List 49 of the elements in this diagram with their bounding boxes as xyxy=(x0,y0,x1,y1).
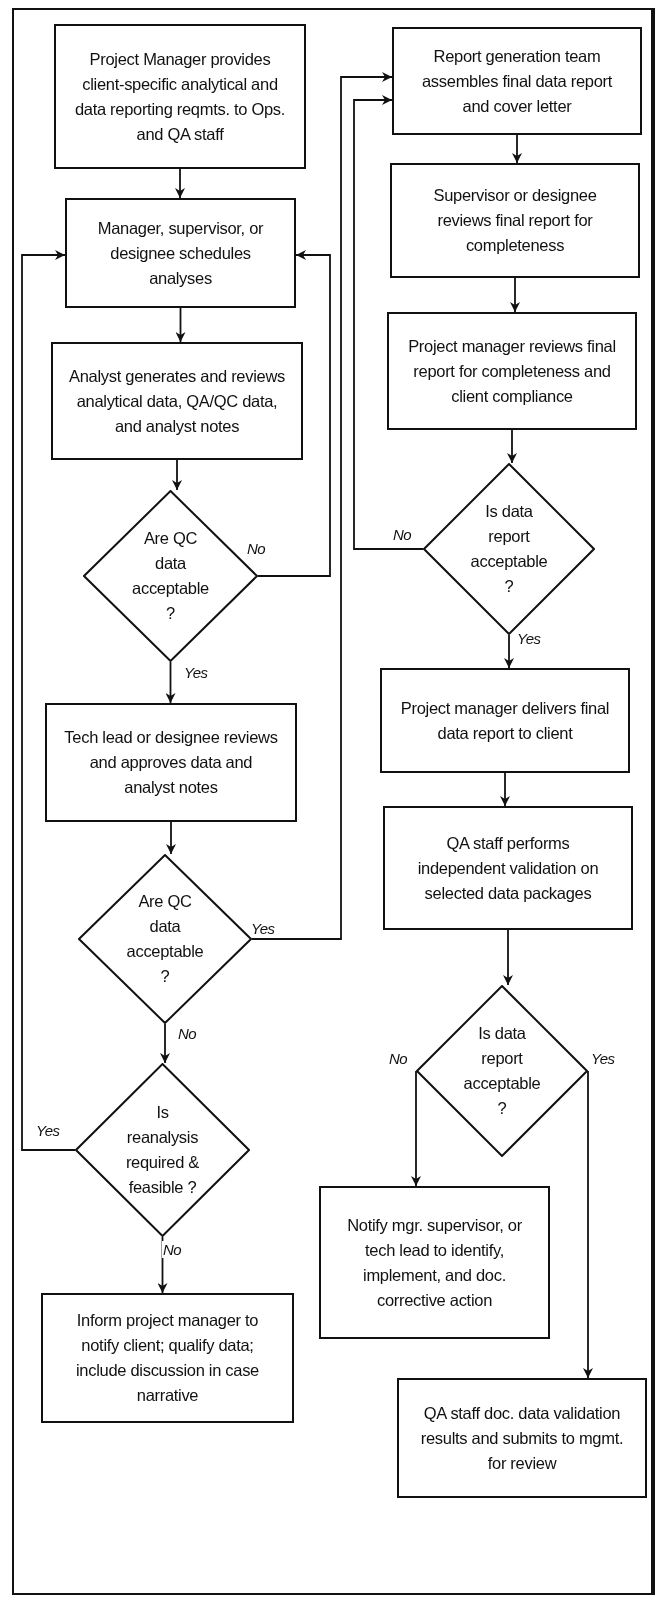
process-box xyxy=(380,668,630,773)
flow-arrow xyxy=(510,277,520,313)
flow-arrow xyxy=(353,95,424,550)
flow-arrow xyxy=(157,1236,168,1294)
flow-arrow xyxy=(175,307,186,343)
process-box xyxy=(319,1186,550,1339)
flow-arrow xyxy=(500,772,510,807)
flow-arrow xyxy=(21,250,76,1151)
process-box xyxy=(41,1293,294,1423)
process-box xyxy=(390,163,640,278)
flow-arrow xyxy=(512,134,522,164)
decision-question: Are QC data acceptable ? xyxy=(125,891,205,987)
flow-arrow xyxy=(411,1070,421,1187)
process-box xyxy=(54,24,306,169)
process-text: Tech lead or designee reviews and approves data and analyst notes xyxy=(63,727,279,798)
flow-arrow xyxy=(583,1070,593,1379)
process-text: Project manager reviews final report for completeness and client compliance xyxy=(407,335,617,407)
flow-arrow xyxy=(507,429,517,464)
flow-arrow xyxy=(166,821,176,855)
decision-question: Is data report acceptable ? xyxy=(469,501,549,597)
process-box xyxy=(387,312,637,430)
flow-arrow xyxy=(257,250,331,577)
edge-label: No xyxy=(162,1241,183,1258)
process-box xyxy=(397,1378,647,1498)
flow-arrow xyxy=(172,459,182,491)
flow-arrow xyxy=(175,168,185,199)
flow-arrow xyxy=(251,72,393,940)
process-text: Project Manager provides client-specific analytical and data reporting reqmts. to Ops. and QA staff xyxy=(73,48,287,145)
flow-arrow xyxy=(503,929,513,986)
process-text: Supervisor or designee reviews final report for completeness xyxy=(432,185,598,256)
decision-question: Is reanalysis required & feasible ? xyxy=(124,1102,201,1198)
process-text: Project manager delivers final data report to client xyxy=(399,697,611,744)
process-text: QA staff performs independent validation on selected data packages xyxy=(416,832,600,904)
process-box xyxy=(51,342,303,460)
process-text: Report generation team assembles final data report and cover letter xyxy=(421,45,614,117)
flow-arrow xyxy=(504,634,514,669)
process-box xyxy=(392,27,642,135)
flow-arrow xyxy=(165,661,176,704)
process-text: Analyst generates and reviews analytical data, QA/QC data, and analyst notes xyxy=(69,365,285,437)
decision-question: Are QC data acceptable ? xyxy=(131,528,210,624)
process-text: Inform project manager to notify client; qualify data; include discussion in case narrative xyxy=(75,1310,260,1406)
decision-question: Is data report acceptable ? xyxy=(462,1023,542,1119)
flow-arrow xyxy=(160,1023,170,1064)
process-box xyxy=(45,703,297,822)
process-text: QA staff doc. data validation results and submits to mgmt. for review xyxy=(419,1402,625,1474)
process-box xyxy=(65,198,296,308)
process-text: Notify mgr. supervisor, or tech lead to identify, implement, and doc. corrective action xyxy=(346,1214,523,1311)
process-box xyxy=(383,806,633,930)
process-text: Manager, supervisor, or designee schedules analyses xyxy=(96,217,265,289)
